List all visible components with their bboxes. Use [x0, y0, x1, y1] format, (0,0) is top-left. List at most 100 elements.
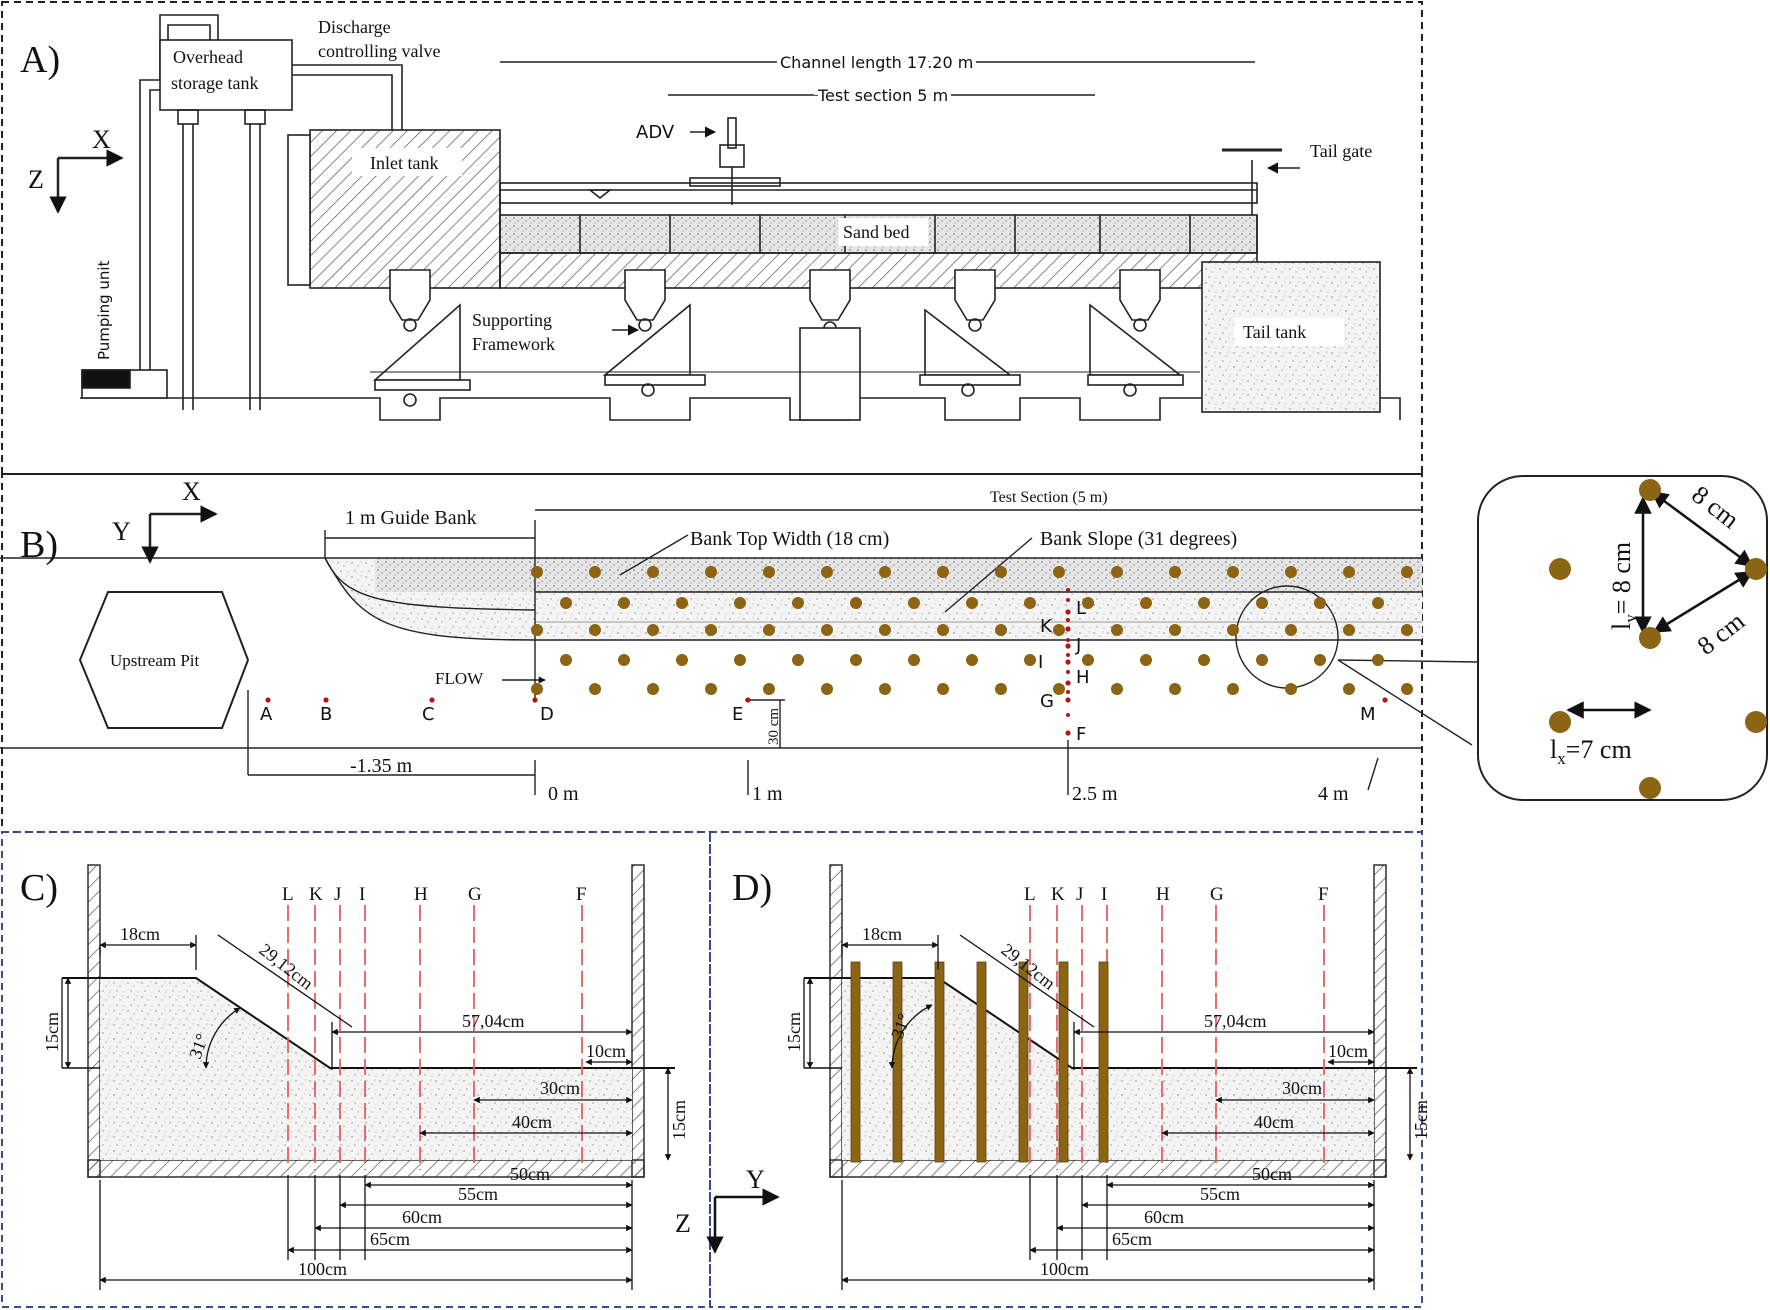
profile-point: [1066, 638, 1070, 642]
channel-water: [499, 182, 1258, 204]
point-j: [1065, 643, 1071, 649]
panel-label-c: C): [20, 867, 58, 909]
point-h: [1065, 680, 1071, 686]
pile-marker: [1343, 624, 1355, 636]
pile-marker: [531, 683, 543, 695]
guide-label-l: L: [1024, 884, 1036, 905]
pile-marker: [1372, 654, 1384, 666]
section-axis-z-label: Z: [675, 1209, 691, 1238]
mark-4m: 4 m: [1318, 783, 1349, 805]
pile-marker: [705, 566, 717, 578]
pile-marker: [1169, 566, 1181, 578]
axis-x-label: X: [182, 477, 201, 506]
guide-label-h: H: [414, 884, 428, 905]
pile-marker: [589, 566, 601, 578]
pile-marker: [966, 597, 978, 609]
pile: [1098, 961, 1109, 1163]
inset-pile: [1639, 627, 1661, 649]
inset-lx-label: lx=7 cm: [1550, 735, 1632, 768]
pile-marker: [531, 624, 543, 636]
point-label-g: G: [1040, 691, 1054, 712]
pile-marker: [1140, 597, 1152, 609]
point-label-f: F: [1076, 724, 1086, 745]
pile-marker: [908, 597, 920, 609]
guide-label-g: G: [468, 884, 482, 905]
pile-marker: [1256, 654, 1268, 666]
guide-label-k: K: [309, 884, 323, 905]
pile-marker: [1372, 597, 1384, 609]
point-label-l: L: [1076, 598, 1086, 619]
point-label-k: K: [1040, 616, 1053, 637]
left-wall: [87, 864, 101, 1178]
section-axis-y-label: Y: [746, 1165, 765, 1194]
panel-a: [49, 14, 1401, 421]
dim-15cm-right: 15cm: [669, 1100, 689, 1140]
dim-18cm: 18cm: [120, 924, 160, 944]
point-label-d: D: [540, 704, 554, 725]
pump-motor: [81, 369, 131, 389]
pile-marker: [531, 566, 543, 578]
pile-marker: [1111, 566, 1123, 578]
pile-marker: [1285, 566, 1297, 578]
point-f: [1065, 730, 1071, 736]
pile-marker: [618, 597, 630, 609]
dist-neg-label: -1.35 m: [350, 755, 413, 777]
pile-marker: [1169, 624, 1181, 636]
guide-label-j: J: [334, 884, 341, 905]
pile-marker: [763, 683, 775, 695]
inset-ly-label: ly= 8 cm: [1607, 542, 1640, 630]
pile-marker: [1401, 566, 1413, 578]
axis-x-label: X: [92, 125, 111, 154]
inset-pile: [1549, 711, 1571, 733]
test-section-label: Test section 5 m: [817, 86, 948, 105]
pile-marker: [589, 683, 601, 695]
sand-bed-label-bg: [838, 218, 928, 246]
point-d: [532, 697, 538, 703]
profile-point: [1066, 690, 1070, 694]
pile-marker: [995, 683, 1007, 695]
point-label-m: M: [1360, 704, 1376, 725]
pile-marker: [821, 683, 833, 695]
pile-marker: [1053, 683, 1065, 695]
point-a: [265, 697, 271, 703]
pile-marker: [908, 654, 920, 666]
guide-label-k: K: [1051, 884, 1065, 905]
pile-marker: [1285, 624, 1297, 636]
profile-point: [1066, 618, 1070, 622]
mark-2-5m: 2.5 m: [1072, 783, 1118, 805]
adv-platform: [689, 177, 781, 187]
overhead-tank-label-1: Overhead: [173, 47, 243, 67]
pile-marker: [879, 566, 891, 578]
pile-marker: [1227, 624, 1239, 636]
point-label-h: H: [1076, 667, 1090, 688]
inlet-tank-label-bg: [352, 148, 462, 176]
profile-point: [1066, 653, 1070, 657]
pile-marker: [879, 683, 891, 695]
discharge-valve-label-1: Discharge: [318, 17, 391, 37]
point-l: [1065, 609, 1071, 615]
dim-60cm: 60cm: [402, 1207, 442, 1227]
guide-bank-label: 1 m Guide Bank: [345, 507, 477, 529]
pile-marker: [1082, 597, 1094, 609]
discharge-valve-label-2: controlling valve: [318, 41, 440, 61]
point-e: [745, 697, 751, 703]
dim-100cm: 100cm: [298, 1259, 347, 1279]
overhead-tank: [159, 39, 293, 111]
channel-length-label: Channel length 17.20 m: [780, 53, 973, 72]
pipe-d: [292, 74, 393, 130]
panel-a-text: Overhead storage tank Discharge controll…: [28, 17, 1372, 360]
pile: [934, 961, 945, 1163]
point-label-i: I: [1038, 652, 1043, 673]
water-surface-marker: [587, 189, 613, 200]
guide-label-i: I: [359, 884, 365, 905]
guide-label-f: F: [1318, 884, 1329, 905]
frame-d: [709, 831, 1423, 1308]
floor: [829, 1159, 1387, 1178]
dim-10cm: 10cm: [586, 1041, 626, 1061]
pile-marker: [850, 654, 862, 666]
guide-label-h: H: [1156, 884, 1170, 905]
inlet-tank-side: [287, 134, 311, 286]
right-wall: [631, 864, 645, 1178]
